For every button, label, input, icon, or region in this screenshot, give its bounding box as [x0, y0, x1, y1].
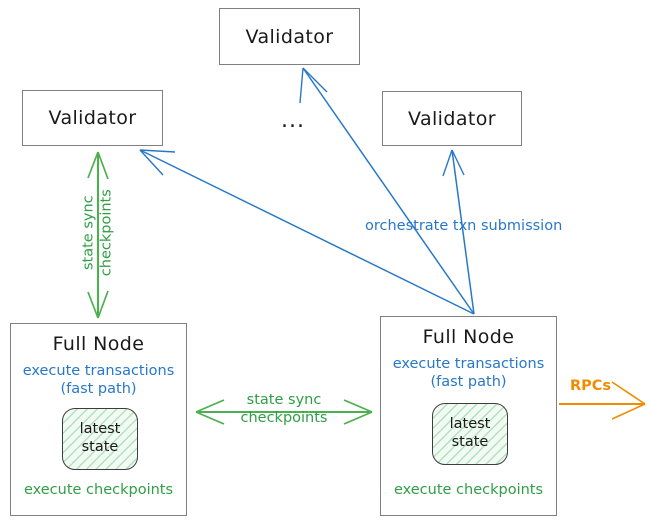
label-rpcs: RPCs	[570, 378, 612, 394]
full-node-left-title: Full Node	[52, 333, 145, 355]
latest-state-chip-right[interactable]: latest state	[432, 403, 508, 465]
full-node-box-left[interactable]: Full Node execute transactions (fast pat…	[10, 323, 187, 516]
validator-box-right[interactable]: Validator	[382, 91, 522, 146]
label-state-sync-horizontal-line-1: state sync	[246, 392, 322, 408]
label-state-sync-horizontal: state sync checkpoints	[222, 392, 346, 427]
full-node-right-title: Full Node	[422, 326, 515, 348]
full-node-right-blue-line-2: (fast path)	[430, 374, 507, 391]
latest-state-right-line-1: latest	[449, 416, 491, 433]
full-node-right-blue-line-1: execute transactions	[392, 356, 545, 372]
latest-state-left-line-1: latest	[79, 421, 121, 438]
full-node-box-right[interactable]: Full Node execute transactions (fast pat…	[380, 316, 557, 516]
full-node-left-blue-line-1: execute transactions	[22, 363, 175, 379]
full-node-right-blue-text: execute transactions (fast path)	[381, 355, 556, 391]
label-state-sync-vertical: state sync checkpoints	[80, 167, 115, 299]
full-node-right-green-text: execute checkpoints	[393, 482, 544, 498]
validator-ellipsis: ...	[281, 108, 305, 133]
latest-state-right-line-2: state	[451, 434, 489, 450]
label-state-sync-vertical-line-1: state sync	[80, 195, 97, 271]
full-node-left-green-text: execute checkpoints	[23, 482, 174, 498]
validator-box-top[interactable]: Validator	[219, 8, 360, 65]
label-state-sync-horizontal-line-2: checkpoints	[240, 409, 328, 426]
label-state-sync-vertical-line-2: checkpoints	[98, 189, 114, 277]
validator-right-label: Validator	[408, 107, 496, 130]
validator-box-left[interactable]: Validator	[22, 90, 163, 146]
latest-state-chip-left[interactable]: latest state	[62, 408, 138, 470]
full-node-left-blue-text: execute transactions (fast path)	[11, 362, 186, 398]
validator-top-label: Validator	[245, 25, 334, 48]
validator-left-label: Validator	[48, 107, 137, 129]
label-orchestrate-txn-submission: orchestrate txn submission	[365, 218, 563, 234]
latest-state-left-line-2: state	[81, 439, 119, 455]
full-node-left-blue-line-2: (fast path)	[60, 381, 137, 398]
